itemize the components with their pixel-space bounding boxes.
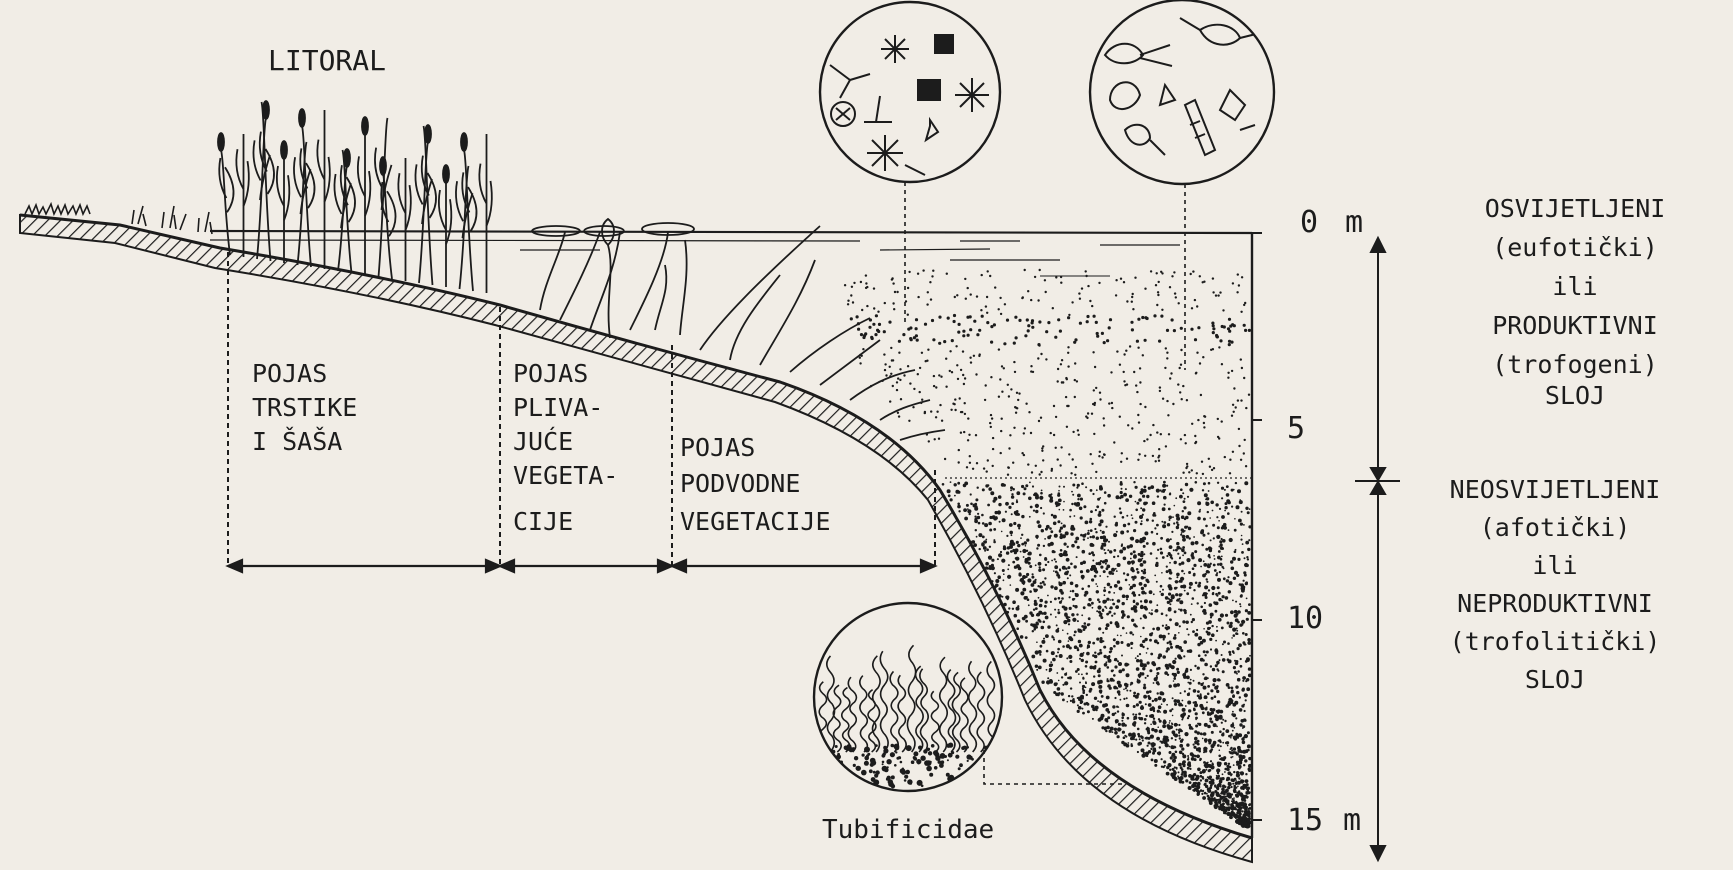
- svg-text:I ŠAŠA: I ŠAŠA: [252, 426, 342, 456]
- svg-text:POJAS: POJAS: [252, 359, 327, 388]
- svg-text:PRODUKTIVNI: PRODUKTIVNI: [1492, 311, 1658, 340]
- svg-text:(trofogeni): (trofogeni): [1492, 350, 1658, 379]
- svg-text:SLOJ: SLOJ: [1525, 665, 1585, 694]
- depth-unit-top: m: [1345, 205, 1363, 240]
- svg-text:NEPRODUKTIVNI: NEPRODUKTIVNI: [1457, 589, 1653, 618]
- depth-label-15: 15: [1287, 803, 1323, 838]
- svg-text:VEGETA-: VEGETA-: [513, 461, 618, 490]
- svg-text:PODVODNE: PODVODNE: [680, 469, 800, 498]
- svg-text:JUĆE: JUĆE: [513, 426, 573, 456]
- depth-label-5: 5: [1287, 411, 1305, 446]
- svg-text:ili: ili: [1552, 272, 1597, 301]
- svg-text:(trofolitički): (trofolitički): [1450, 627, 1661, 656]
- svg-text:TRSTIKE: TRSTIKE: [252, 393, 357, 422]
- svg-text:VEGETACIJE: VEGETACIJE: [680, 507, 831, 536]
- svg-text:POJAS: POJAS: [680, 433, 755, 462]
- svg-text:PLIVA-: PLIVA-: [513, 393, 603, 422]
- depth-unit-bottom: m: [1343, 803, 1361, 838]
- litoral-title: LITORAL: [268, 44, 386, 77]
- depth-label-10: 10: [1287, 601, 1323, 636]
- svg-text:OSVIJETLJENI: OSVIJETLJENI: [1485, 194, 1666, 223]
- svg-text:NEOSVIJETLJENI: NEOSVIJETLJENI: [1450, 475, 1661, 504]
- svg-text:ili: ili: [1532, 551, 1577, 580]
- svg-text:POJAS: POJAS: [513, 359, 588, 388]
- svg-text:CIJE: CIJE: [513, 507, 573, 536]
- depth-label-0: 0: [1300, 205, 1318, 240]
- svg-text:(afotički): (afotički): [1480, 513, 1631, 542]
- svg-text:SLOJ: SLOJ: [1545, 381, 1605, 410]
- tubificidae-label: Tubificidae: [822, 815, 994, 845]
- svg-text:(eufotički): (eufotički): [1492, 233, 1658, 262]
